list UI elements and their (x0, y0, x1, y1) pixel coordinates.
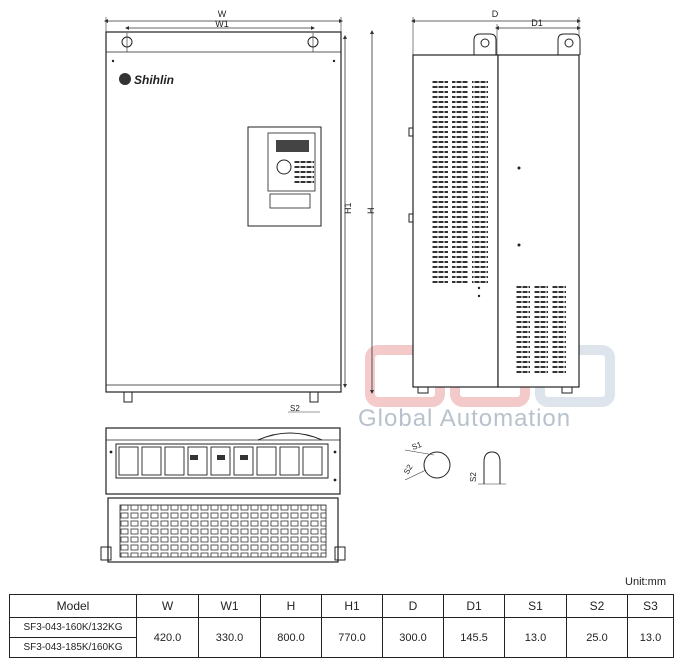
dim-w1-label: W1 (215, 19, 229, 29)
dim-h-label: H (366, 208, 376, 215)
header-w: W (136, 594, 199, 618)
value-d1: 145.5 (443, 617, 505, 658)
value-w: 420.0 (136, 617, 199, 658)
header-s3: S3 (627, 594, 674, 618)
brand-name: Shihlin (134, 73, 174, 87)
header-model: Model (9, 594, 137, 618)
value-d: 300.0 (382, 617, 444, 658)
value-s3: 13.0 (627, 617, 674, 658)
detail-s1-label: S1 (411, 440, 424, 452)
dimension-drawing: W W1 S1 S2 S2 Shihlin (100, 9, 615, 563)
hole-detail: S1 S2 S2 (402, 440, 506, 485)
keypad-panel (247, 126, 322, 227)
dim-s2-hole-label: S2 (290, 404, 300, 413)
header-s1: S1 (504, 594, 567, 618)
brand-logo-icon (119, 73, 131, 85)
header-d1: D1 (443, 594, 505, 618)
value-w1: 330.0 (198, 617, 261, 658)
bottom-view (105, 427, 341, 495)
unit-label: Unit:mm (625, 576, 666, 588)
value-s1: 13.0 (504, 617, 567, 658)
dim-h1-label: H1 (343, 202, 353, 214)
watermark-text: Global Automation (358, 405, 572, 432)
header-w1: W1 (198, 594, 261, 618)
value-s2: 25.0 (566, 617, 628, 658)
dim-d1-label: D1 (531, 18, 543, 28)
spec-table: Model W W1 H H1 D D1 S1 S2 S3 SF3-043-16… (9, 594, 674, 658)
table-row: SF3-043-185K/160KG (9, 637, 674, 658)
table-header-row: Model W W1 H H1 D D1 S1 S2 S3 (9, 594, 674, 618)
model-cell: SF3-043-160K/132KG (9, 617, 137, 638)
value-h: 800.0 (260, 617, 322, 658)
value-h1: 770.0 (321, 617, 383, 658)
header-d: D (382, 594, 444, 618)
side-view: D D1 (408, 9, 581, 394)
detail-s2-slot-label: S2 (469, 472, 478, 482)
header-h1: H1 (321, 594, 383, 618)
dim-w-label: W (218, 9, 227, 19)
header-h: H (260, 594, 322, 618)
table-row: SF3-043-160K/132KG 420.0 330.0 800.0 770… (9, 617, 674, 658)
dim-d-label: D (492, 9, 499, 19)
header-s2: S2 (566, 594, 628, 618)
detail-s2-label: S2 (402, 463, 415, 476)
model-cell: SF3-043-185K/160KG (9, 637, 137, 658)
grille-view (100, 497, 346, 563)
front-view: W W1 S1 S2 S2 Shihlin (104, 9, 376, 413)
